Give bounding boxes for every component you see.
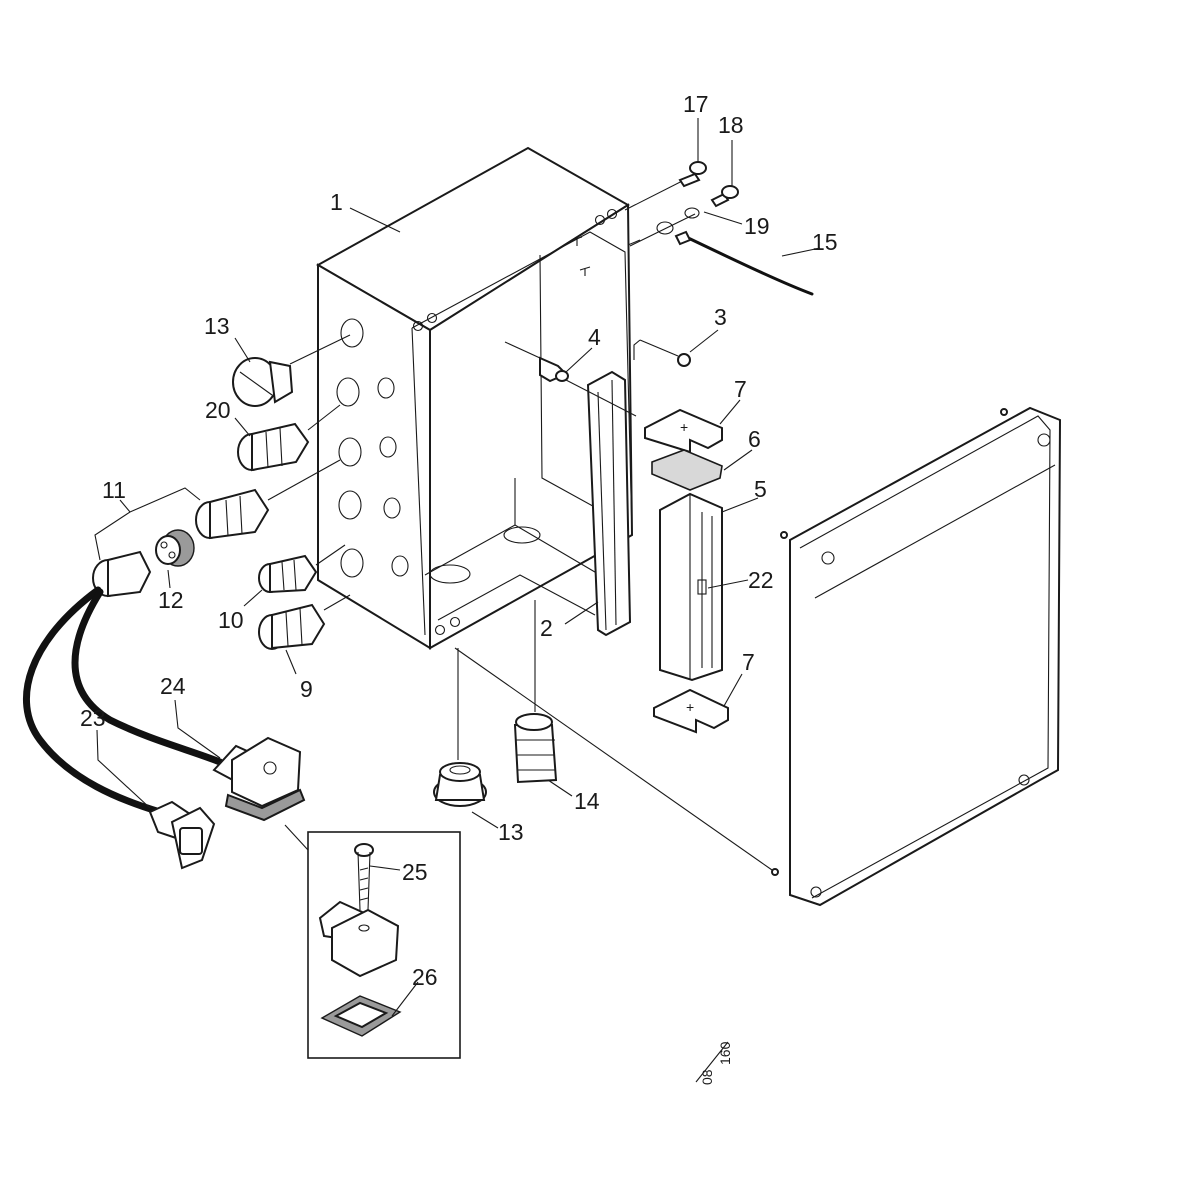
callout-13-upper: 13 xyxy=(204,313,230,339)
cables-and-connectors xyxy=(23,586,309,870)
svg-text:+: + xyxy=(680,419,688,435)
callout-23: 23 xyxy=(80,705,106,731)
spacer-4 xyxy=(504,341,637,417)
callout-11: 11 xyxy=(102,477,126,503)
callout-22: 22 xyxy=(748,567,774,593)
callout-3: 3 xyxy=(714,304,727,330)
callout-25: 25 xyxy=(402,859,428,885)
callout-18: 18 xyxy=(718,112,744,138)
callout-14: 14 xyxy=(574,788,600,814)
leader-lines xyxy=(94,118,821,1083)
callout-24: 24 xyxy=(160,673,186,699)
callout-labels: 1 2 3 4 5 6 7 7 9 10 11 12 13 13 14 15 1… xyxy=(80,91,838,990)
detail-inset xyxy=(307,831,461,1059)
callout-1: 1 xyxy=(330,189,343,215)
callout-13-lower: 13 xyxy=(498,819,524,845)
callout-15: 15 xyxy=(812,229,838,255)
ground-hardware xyxy=(624,161,814,296)
drawing-reference: 08 160 xyxy=(699,1041,733,1085)
callout-4: 4 xyxy=(588,324,601,350)
callout-12: 12 xyxy=(158,587,184,613)
terminal-module: + + xyxy=(644,408,729,734)
callout-7-lower: 7 xyxy=(742,649,755,675)
cable-glands xyxy=(92,239,773,871)
callout-7-upper: 7 xyxy=(734,376,747,402)
callout-9: 9 xyxy=(300,676,313,702)
enclosure-box xyxy=(315,146,634,650)
drawing-ref-bottom: 160 xyxy=(717,1041,733,1065)
din-rail xyxy=(586,370,632,637)
screw-3 xyxy=(633,339,691,367)
callout-6: 6 xyxy=(748,426,761,452)
svg-text:+: + xyxy=(686,699,694,715)
callout-5: 5 xyxy=(754,476,767,502)
callout-10: 10 xyxy=(218,607,244,633)
callout-17: 17 xyxy=(683,91,709,117)
callout-26: 26 xyxy=(412,964,438,990)
callout-2: 2 xyxy=(540,615,553,641)
callout-19: 19 xyxy=(744,213,770,239)
enclosure-cover xyxy=(771,406,1062,907)
drawing-ref-top: 08 xyxy=(699,1069,715,1085)
callout-20: 20 xyxy=(205,397,231,423)
